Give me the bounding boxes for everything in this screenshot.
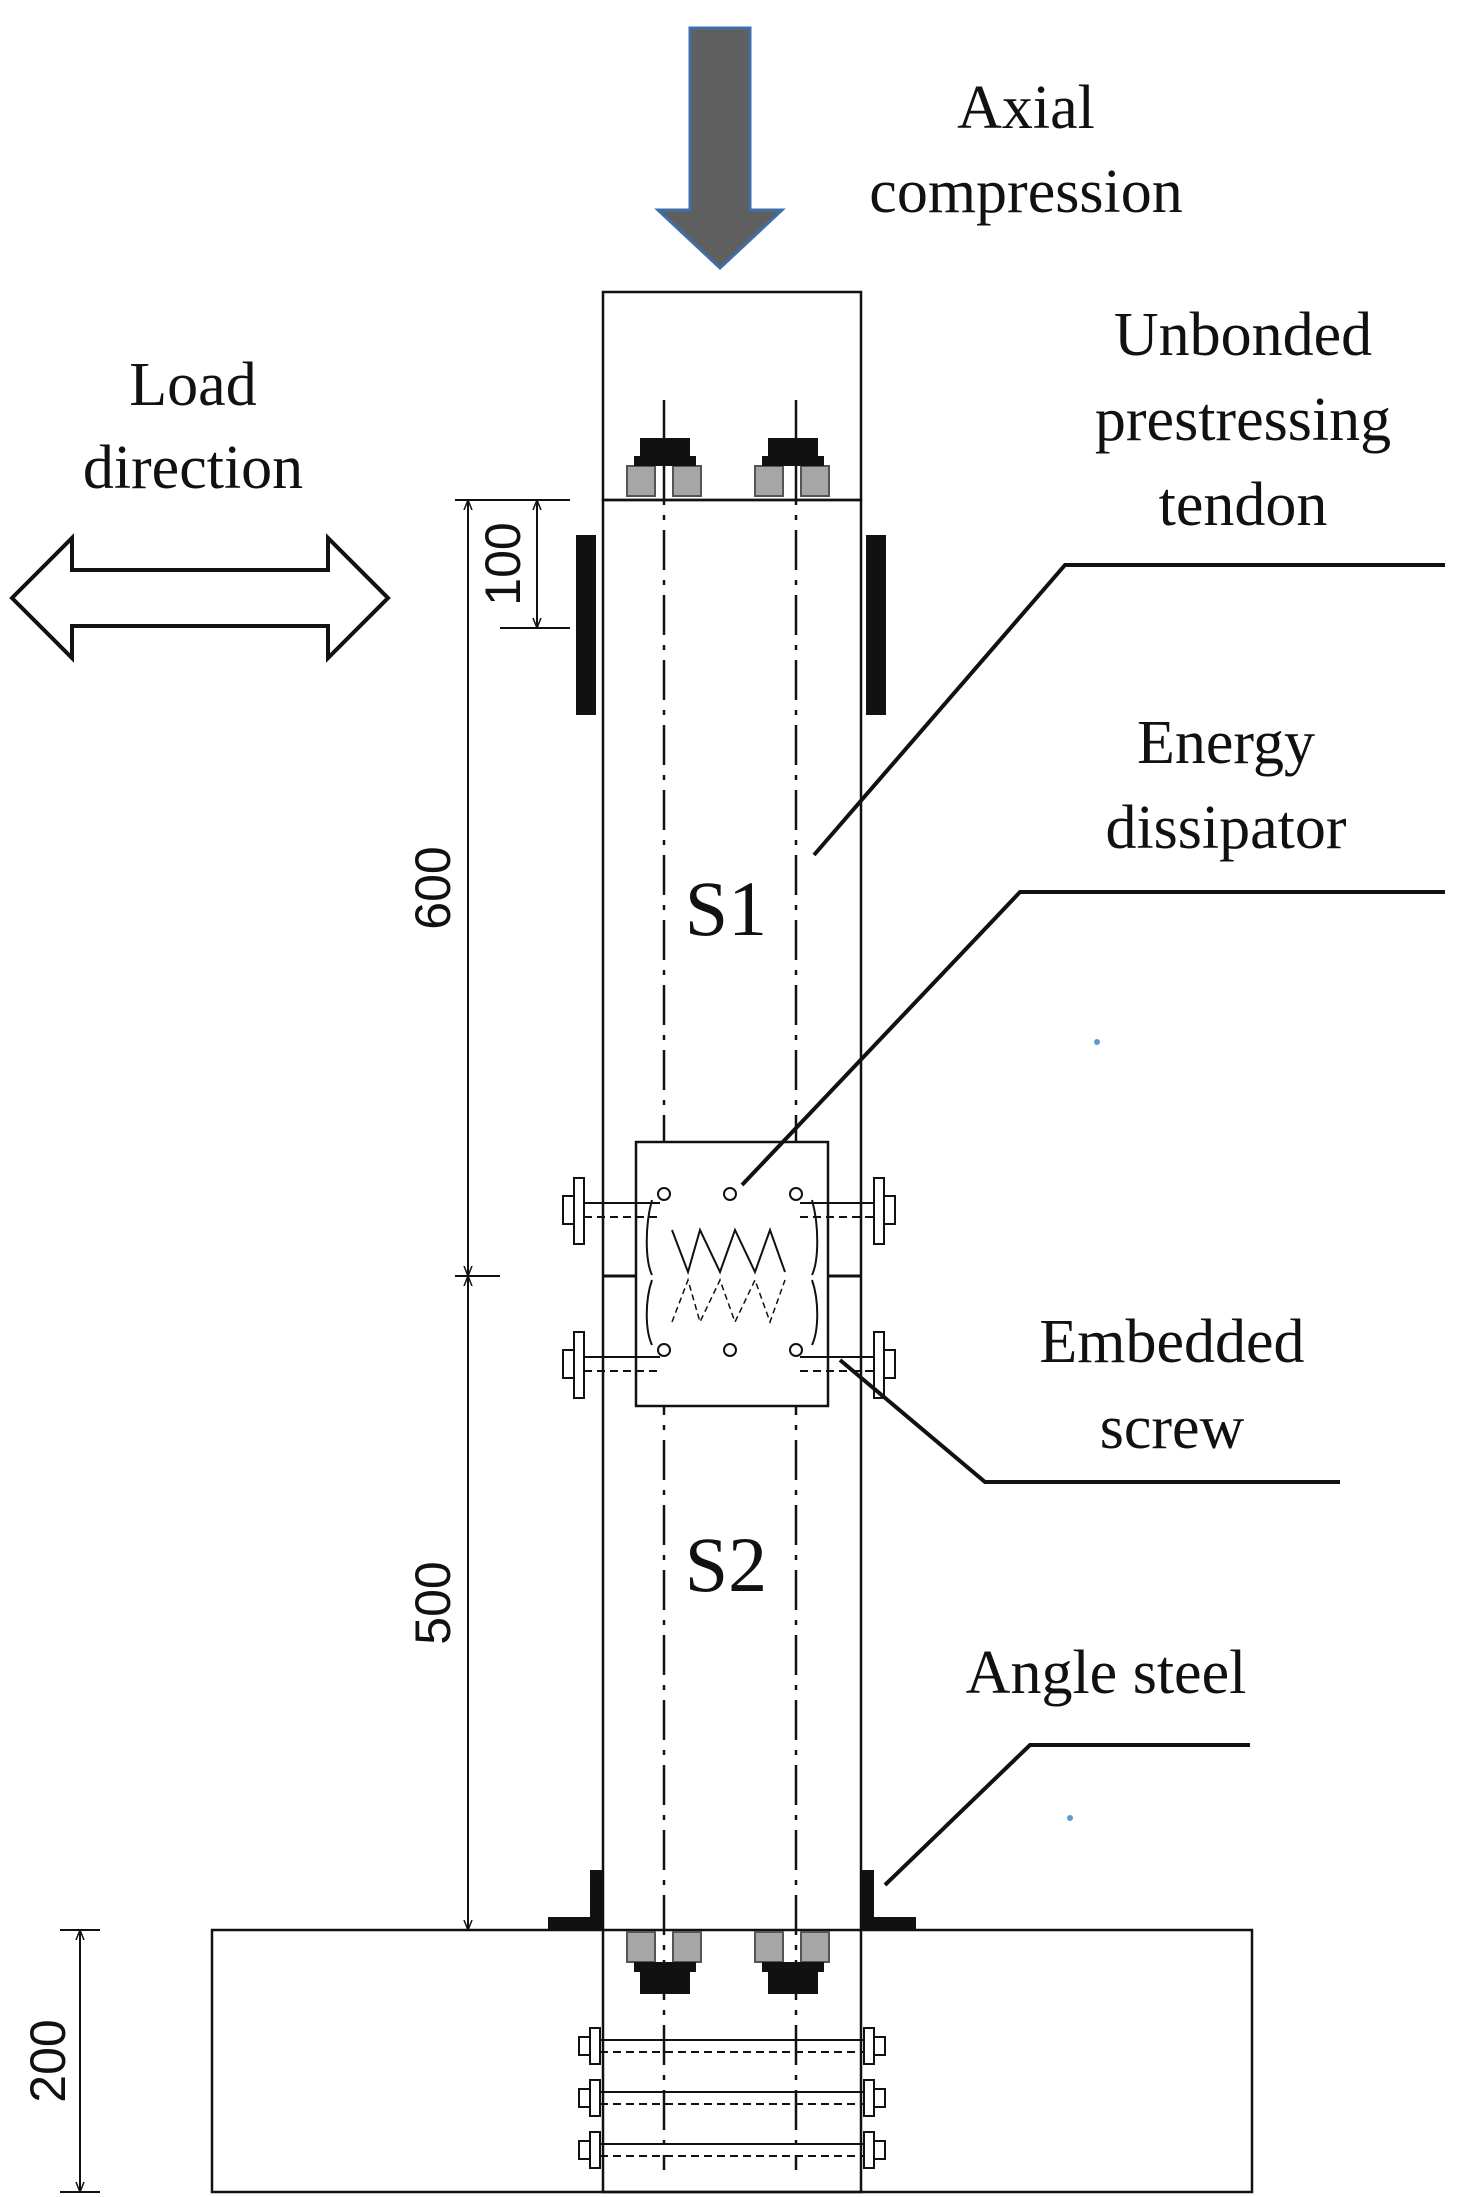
leader-lines <box>740 563 1445 1887</box>
foundation-block <box>210 1928 1254 2194</box>
screw-label-line2: screw <box>1100 1394 1245 1462</box>
tendon-label-line3: tendon <box>1159 471 1328 539</box>
axial-label-line2: compression <box>869 158 1182 226</box>
dimension-lower-height: 500 <box>405 1561 461 1644</box>
energy-dissipator <box>634 1140 830 1408</box>
bottom-tendon-anchors <box>626 1931 830 1994</box>
dimension-base-height: 200 <box>20 2019 76 2102</box>
load-label-line2: direction <box>83 434 303 502</box>
dimension-top-plate: 100 <box>475 522 531 605</box>
angle-steel-label: Angle steel <box>966 1639 1247 1707</box>
decorative-dot <box>1067 1815 1073 1821</box>
dissipator-label-line2: dissipator <box>1105 794 1346 862</box>
top-tendon-anchors <box>626 438 830 497</box>
segment-s1-label: S1 <box>685 865 767 952</box>
angle-steel <box>548 1870 916 1930</box>
foundation-bolts <box>578 2027 886 2169</box>
axial-compression-arrow <box>654 26 786 271</box>
load-direction-arrow <box>9 533 391 663</box>
dimension-lines <box>60 499 570 2193</box>
segment-s2-label: S2 <box>685 1521 767 1608</box>
embedded-screws-dissipator <box>562 1177 896 1399</box>
tendon-label-line2: prestressing <box>1095 386 1391 454</box>
screw-label-line1: Embedded <box>1039 1308 1304 1376</box>
decorative-dot <box>1094 1039 1100 1045</box>
side-plate-right <box>866 535 886 715</box>
dissipator-label-line1: Energy <box>1137 709 1315 777</box>
axial-label-line1: Axial <box>957 74 1095 142</box>
tendon-label-line1: Unbonded <box>1114 301 1372 369</box>
dimension-upper-height: 600 <box>405 846 461 929</box>
load-label-line1: Load <box>129 351 256 419</box>
side-plate-left <box>576 535 596 715</box>
